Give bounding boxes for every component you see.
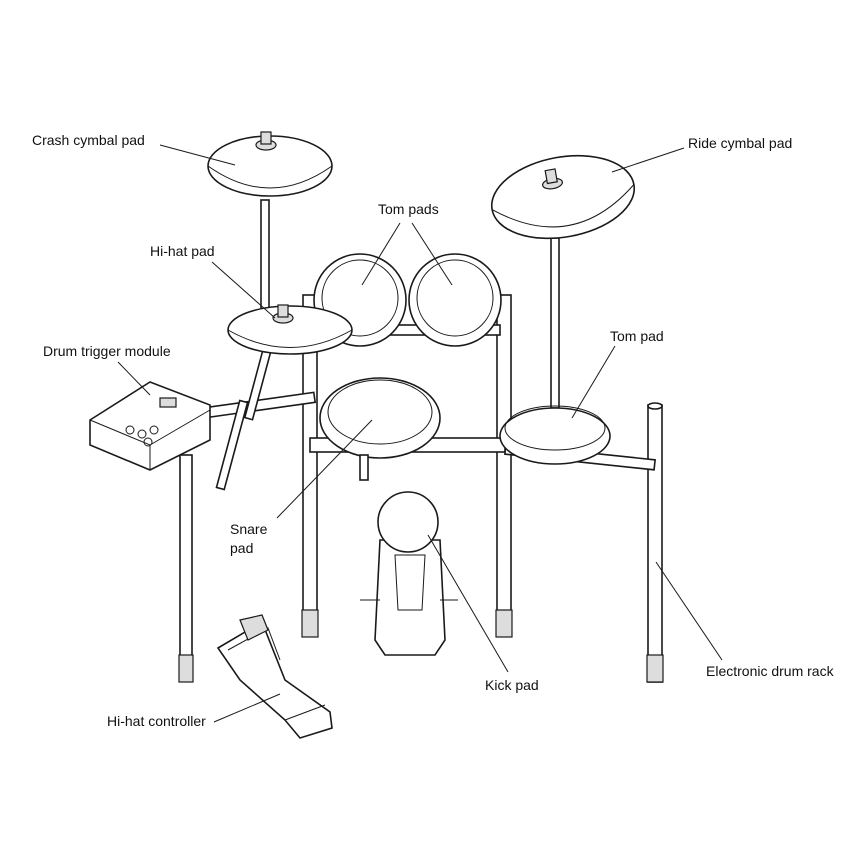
ride-cymbal <box>490 154 636 240</box>
label-crash-cymbal-pad: Crash cymbal pad <box>32 132 145 148</box>
label-hihat-controller: Hi-hat controller <box>107 713 206 729</box>
label-tom-pad: Tom pad <box>610 328 664 344</box>
label-drum-trigger-module: Drum trigger module <box>43 343 171 359</box>
leader-lines <box>117 144 723 723</box>
ride-stand <box>550 237 560 409</box>
snare-pad <box>319 377 441 481</box>
label-snare-pad-line2: pad <box>230 540 254 556</box>
kick-pad <box>360 491 458 656</box>
crash-cymbal <box>207 131 333 197</box>
right-tom-pad <box>499 405 611 465</box>
label-kick-pad: Kick pad <box>485 677 539 693</box>
hihat-controller <box>216 614 333 739</box>
drum-trigger-module <box>89 381 211 471</box>
label-electronic-drum-rack: Electronic drum rack <box>706 663 834 679</box>
label-ride-cymbal-pad: Ride cymbal pad <box>688 135 793 151</box>
label-hihat-pad: Hi-hat pad <box>150 243 215 259</box>
drum-rack <box>178 294 664 683</box>
label-snare-pad-line1: Snare <box>230 521 268 537</box>
label-tom-pads: Tom pads <box>378 201 439 217</box>
hihat-cymbal <box>215 304 353 491</box>
